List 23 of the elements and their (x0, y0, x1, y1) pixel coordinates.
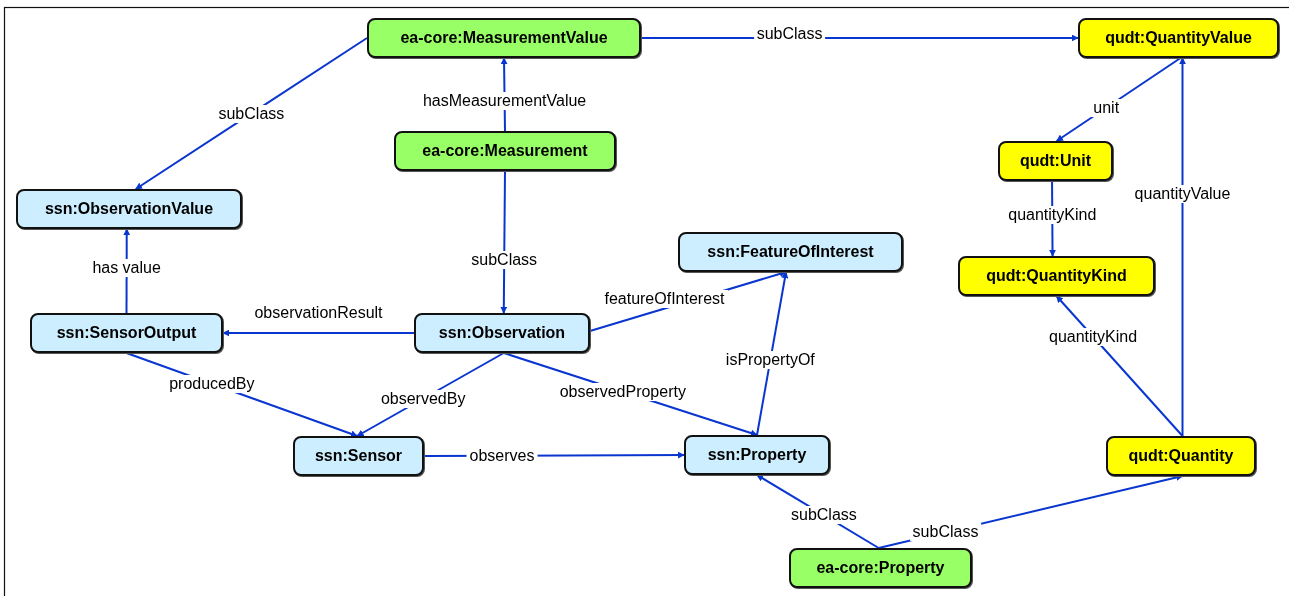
arrow (1179, 57, 1186, 437)
edge-label: subClass (909, 523, 982, 542)
arrow (222, 329, 415, 337)
class-box: qudt:Quantity (1106, 436, 1256, 476)
class-box: ea-core:Measurement (394, 131, 616, 171)
class-box: ea-core:Property (789, 548, 972, 588)
class-box: ssn:ObservationValue (16, 189, 242, 229)
arrow (134, 37, 368, 190)
edge-label: unit (1090, 98, 1123, 117)
class-box: ssn:Property (684, 435, 830, 475)
class-box: ssn:Sensor (293, 436, 424, 476)
edge-label: subClass (788, 506, 860, 525)
class-box: qudt:Unit (998, 141, 1113, 181)
class-box: ssn:FeatureOfInterest (678, 232, 903, 272)
arrow (1055, 295, 1184, 437)
edge-label: featureOfInterest (601, 289, 728, 308)
arrow (756, 271, 789, 436)
class-box: ea-core:MeasurementValue (367, 18, 641, 58)
arrow (500, 170, 508, 314)
class-box: qudt:QuantityValue (1078, 18, 1279, 58)
class-box: qudt:QuantityKind (958, 256, 1155, 296)
class-box: ssn:Observation (414, 313, 590, 353)
class-box: ssn:SensorOutput (30, 313, 223, 353)
